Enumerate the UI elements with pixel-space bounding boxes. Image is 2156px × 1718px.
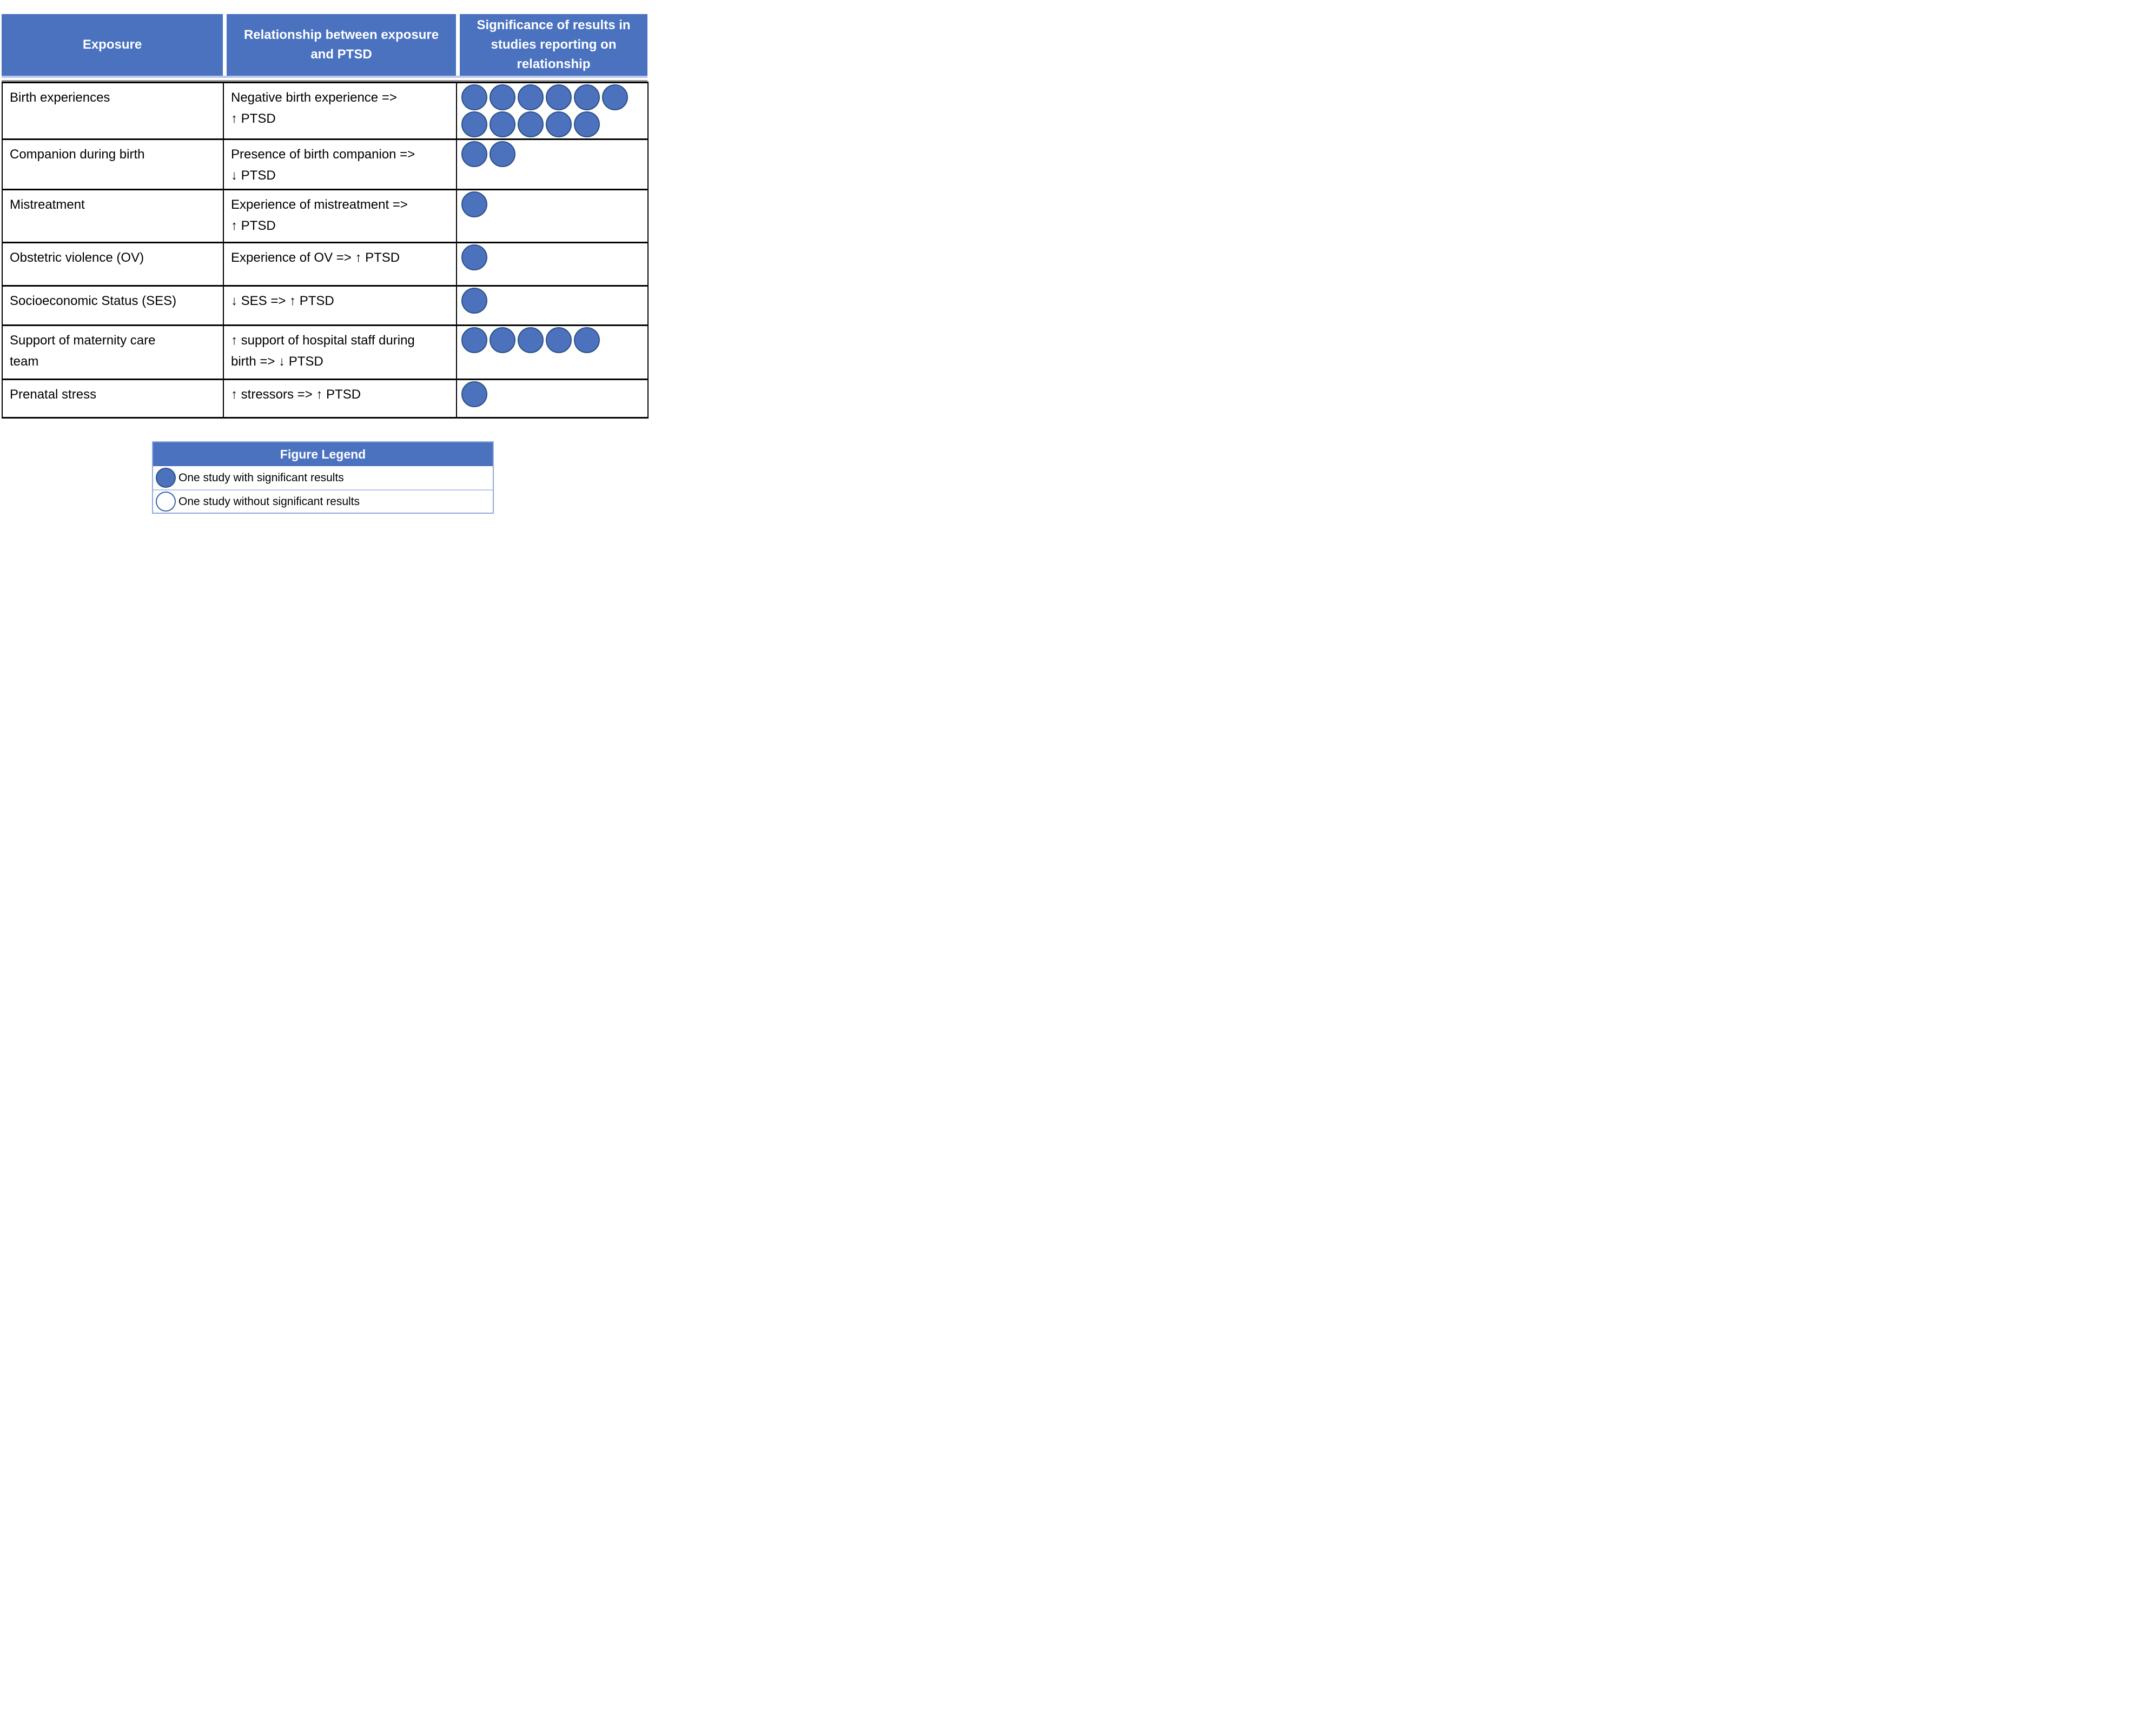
header-cell-exposure: Exposure (2, 14, 223, 76)
significant-study-dot (574, 327, 600, 353)
table-row: Support of maternity care team ↑ support… (2, 324, 649, 380)
significant-study-dot (518, 327, 544, 353)
exposure-cell: Socioeconomic Status (SES) (2, 285, 224, 326)
evidence-table: Exposure Relationship between exposure a… (2, 14, 649, 419)
study-dots (458, 327, 647, 355)
body-top-divider (2, 80, 647, 82)
significant-study-dot (602, 84, 628, 110)
table-row: Companion during birth Presence of birth… (2, 138, 649, 190)
significant-study-dot-icon (156, 468, 176, 488)
exposure-cell: Companion during birth (2, 138, 224, 190)
header-cell-relationship: Relationship between exposure and PTSD (223, 14, 456, 76)
table-row: Birth experiences Negative birth experie… (2, 82, 649, 140)
legend-item: One study with significant results (153, 466, 493, 489)
significant-study-dot (574, 111, 600, 137)
significant-study-dot (490, 327, 515, 353)
table-row: Socioeconomic Status (SES) ↓ SES => ↑ PT… (2, 285, 649, 326)
nonsignificant-study-dot-icon (156, 492, 176, 512)
table-header-row: Exposure Relationship between exposure a… (2, 14, 647, 76)
significant-study-dot (461, 327, 487, 353)
significant-study-dot (461, 288, 487, 314)
relationship-cell: Negative birth experience => ↑ PTSD (223, 82, 457, 140)
significant-study-dot (490, 111, 515, 137)
significance-dots-cell (456, 324, 649, 380)
study-dots (458, 84, 647, 138)
evidence-table-body: Birth experiences Negative birth experie… (2, 82, 649, 419)
significant-study-dot (546, 84, 572, 110)
significant-study-dot (461, 191, 487, 217)
table-row: Prenatal stress ↑ stressors => ↑ PTSD (2, 379, 649, 419)
legend-item-label: One study with significant results (178, 471, 344, 484)
significance-dots-cell (456, 82, 649, 140)
significant-study-dot (518, 84, 544, 110)
significant-study-dot (461, 244, 487, 270)
legend-item-label: One study without significant results (178, 495, 360, 508)
relationship-cell: ↑ stressors => ↑ PTSD (223, 379, 457, 419)
legend-title: Figure Legend (153, 442, 493, 466)
table-row: Mistreatment Experience of mistreatment … (2, 189, 649, 243)
study-dots (458, 191, 647, 219)
significance-dots-cell (456, 242, 649, 287)
study-dots (458, 244, 647, 272)
significance-dots-cell (456, 138, 649, 190)
exposure-cell: Birth experiences (2, 82, 224, 140)
header-body-gap (2, 78, 647, 80)
exposure-cell: Obstetric violence (OV) (2, 242, 224, 287)
significant-study-dot (490, 141, 515, 167)
significant-study-dot (461, 84, 487, 110)
significant-study-dot (461, 141, 487, 167)
relationship-cell: Experience of OV => ↑ PTSD (223, 242, 457, 287)
significance-dots-cell (456, 189, 649, 243)
relationship-cell: Experience of mistreatment => ↑ PTSD (223, 189, 457, 243)
significance-dots-cell (456, 379, 649, 419)
exposure-cell: Mistreatment (2, 189, 224, 243)
figure-legend: Figure Legend One study with significant… (152, 441, 494, 514)
significant-study-dot (461, 381, 487, 407)
significance-dots-cell (456, 285, 649, 326)
relationship-cell: ↑ support of hospital staff during birth… (223, 324, 457, 380)
significant-study-dot (518, 111, 544, 137)
significant-study-dot (546, 327, 572, 353)
table-row: Obstetric violence (OV) Experience of OV… (2, 242, 649, 287)
study-dots (458, 288, 647, 315)
relationship-cell: ↓ SES => ↑ PTSD (223, 285, 457, 326)
header-accent-strip (2, 76, 647, 78)
study-dots (458, 141, 647, 169)
significant-study-dot (490, 84, 515, 110)
exposure-cell: Support of maternity care team (2, 324, 224, 380)
significant-study-dot (546, 111, 572, 137)
significant-study-dot (461, 111, 487, 137)
relationship-cell: Presence of birth companion => ↓ PTSD (223, 138, 457, 190)
study-dots (458, 381, 647, 409)
exposure-cell: Prenatal stress (2, 379, 224, 419)
legend-item: One study without significant results (153, 489, 493, 513)
figure-page: Exposure Relationship between exposure a… (0, 0, 649, 517)
significant-study-dot (574, 84, 600, 110)
header-cell-significance: Significance of results in studies repor… (456, 14, 647, 76)
